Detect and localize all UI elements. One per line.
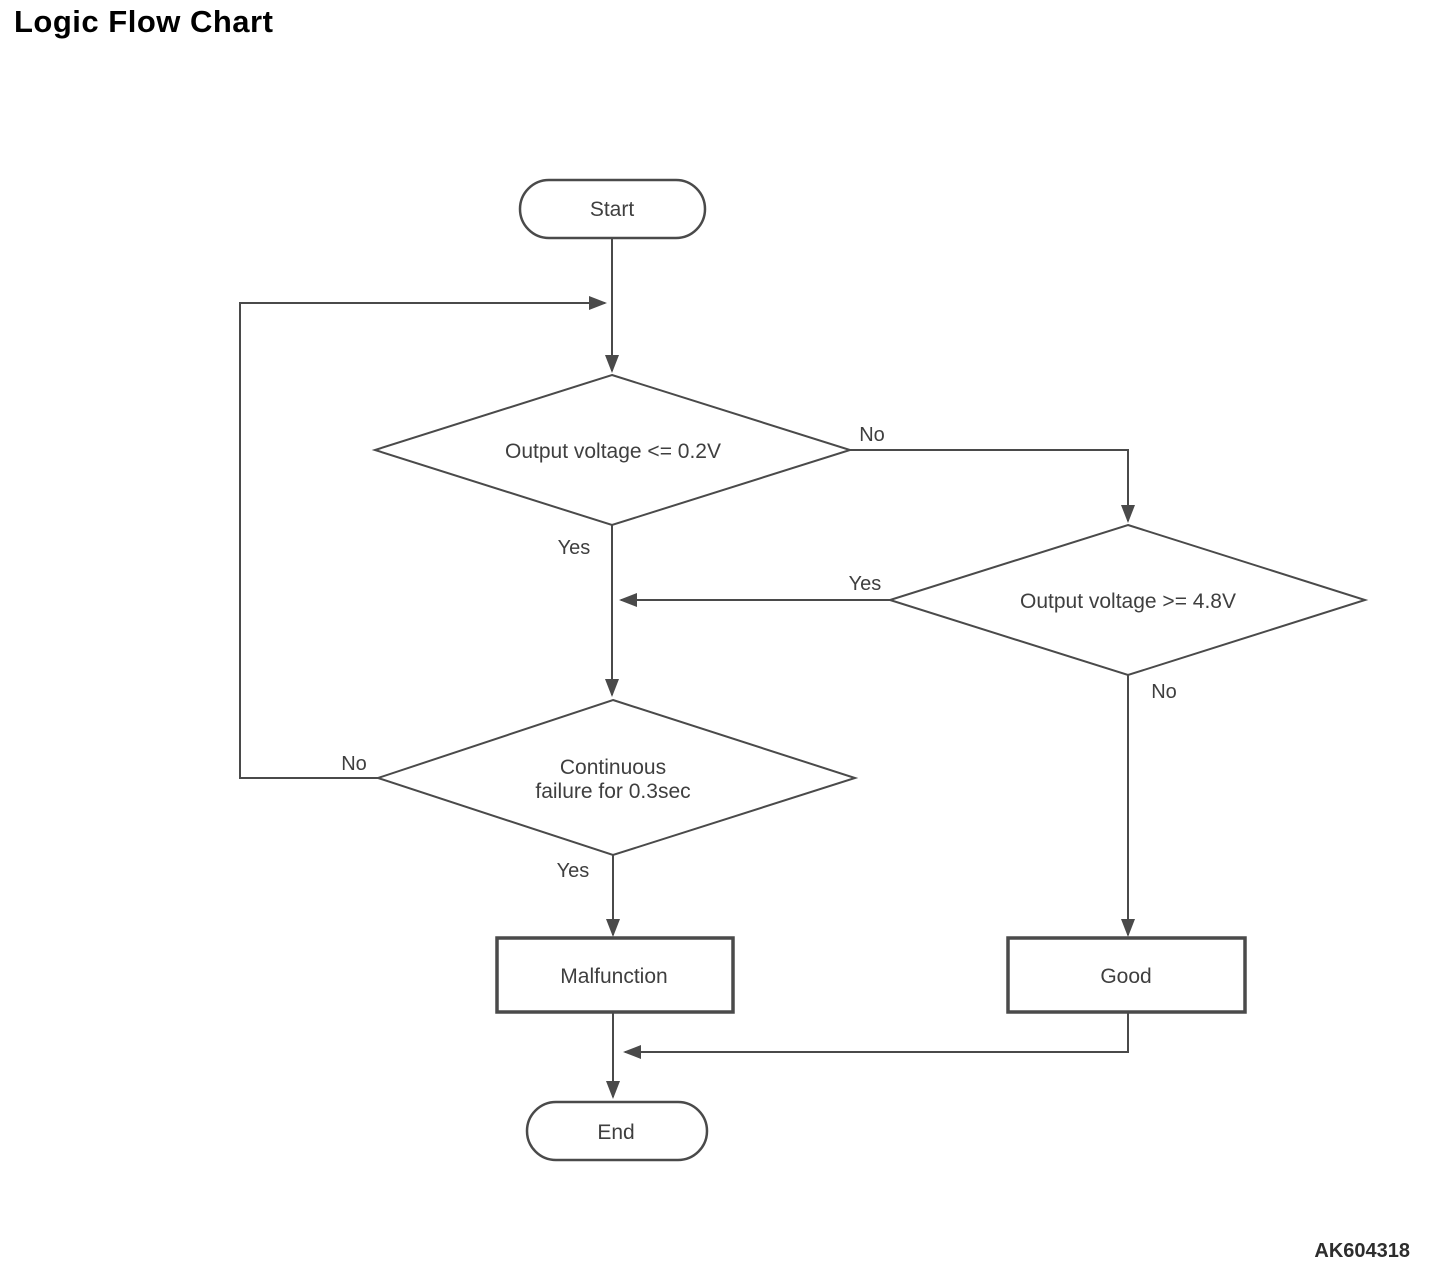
page-title: Logic Flow Chart xyxy=(14,4,274,39)
edge-label-cont-yes: Yes xyxy=(557,860,590,882)
decision-output-voltage-high xyxy=(886,523,1369,677)
edge-good-to-merge xyxy=(623,1012,1129,1059)
edge-label-high-no: No xyxy=(1151,681,1177,703)
good-node-label: Good xyxy=(1100,965,1151,988)
edge-continuous-no-loopback xyxy=(239,296,607,779)
end-node-label: End xyxy=(597,1121,634,1144)
decision-continuous-failure-label-line2: failure for 0.3sec xyxy=(535,780,690,803)
end-node xyxy=(525,1100,709,1162)
decision-output-voltage-low-label: Output voltage <= 0.2V xyxy=(505,440,721,463)
edge-label-high-yes: Yes xyxy=(849,573,882,595)
start-node-label: Start xyxy=(590,198,635,221)
start-node xyxy=(518,178,707,240)
malfunction-node xyxy=(495,936,735,1014)
edge-label-low-yes: Yes xyxy=(558,537,591,559)
decision-continuous-failure xyxy=(374,698,859,857)
decision-output-voltage-low xyxy=(371,373,854,527)
figure-code: AK604318 xyxy=(1314,1240,1410,1262)
decision-continuous-failure-label-line1: Continuous xyxy=(560,756,666,779)
edge-label-low-no: No xyxy=(859,424,885,446)
edge-check-low-no-to-check-high xyxy=(850,449,1135,523)
good-node xyxy=(1006,936,1247,1014)
edge-label-cont-no: No xyxy=(341,753,367,775)
decision-output-voltage-high-label: Output voltage >= 4.8V xyxy=(1020,590,1236,613)
malfunction-node-label: Malfunction xyxy=(560,965,667,988)
